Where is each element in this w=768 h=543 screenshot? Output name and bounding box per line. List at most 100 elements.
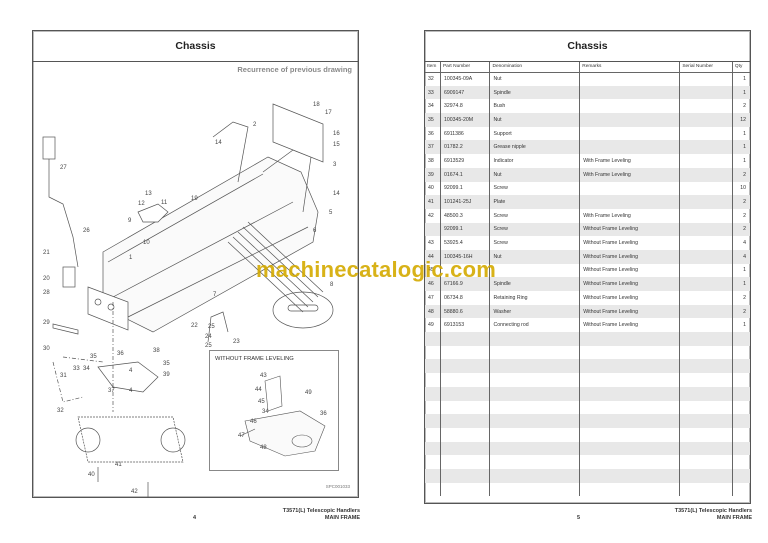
empty-cell [489, 414, 581, 428]
item-cell: 41 [425, 195, 441, 209]
denomination-cell: Support [489, 126, 581, 141]
empty-table-row [425, 427, 750, 442]
remarks-cell [579, 126, 681, 141]
svg-text:7: 7 [213, 292, 217, 298]
empty-cell [732, 332, 750, 346]
col-serial-number: Serial Number [679, 62, 733, 73]
svg-text:27: 27 [60, 165, 67, 171]
remarks-cell [579, 113, 681, 127]
serial-number-cell [679, 113, 733, 127]
item-cell: 42 [425, 208, 441, 223]
qty-cell: 2 [743, 294, 746, 301]
serial-number-cell [679, 304, 733, 319]
empty-cell [489, 359, 581, 374]
denomination-cell: Screw [489, 222, 581, 237]
serial-number-cell [679, 85, 733, 100]
serial-number-cell [679, 181, 733, 196]
svg-text:4: 4 [129, 388, 133, 394]
table-header: Item Part Number Denomination Remarks Se… [425, 62, 750, 73]
svg-text:16: 16 [333, 131, 340, 137]
part-number-cell: 01782.2 [440, 140, 491, 155]
empty-cell [579, 414, 681, 428]
denomination-cell: Nut [489, 72, 581, 86]
drawing-code: SPC001033 [325, 484, 350, 489]
qty-cell: 4 [743, 240, 746, 247]
remarks-cell [579, 140, 681, 155]
svg-text:33: 33 [73, 366, 80, 372]
empty-cell [489, 332, 581, 346]
remarks-cell [579, 85, 681, 100]
svg-text:14: 14 [333, 191, 340, 197]
empty-cell [489, 345, 581, 360]
page-number: 5 [577, 515, 581, 521]
part-number-cell: 100345-09A [440, 72, 491, 86]
serial-number-cell [679, 126, 733, 141]
empty-cell [679, 400, 733, 415]
empty-cell [440, 373, 491, 387]
svg-text:36: 36 [320, 411, 327, 417]
qty-cell: 12 [732, 113, 750, 127]
item-cell: 46 [425, 277, 441, 291]
svg-text:1: 1 [129, 255, 133, 261]
part-number-cell: 48500.3 [440, 208, 491, 223]
qty-cell: 1 [732, 277, 750, 291]
part-number-cell: 92099.1 [440, 222, 491, 237]
serial-number-cell [679, 140, 733, 155]
empty-table-row [425, 373, 750, 387]
serial-number-cell [679, 277, 733, 291]
qty-cell: 10 [740, 185, 746, 192]
empty-cell [489, 468, 581, 483]
empty-cell [679, 414, 733, 428]
denomination-cell: Screw [489, 208, 581, 223]
item-cell: 37 [425, 140, 441, 155]
item-cell: 36 [425, 126, 441, 141]
empty-cell [579, 373, 681, 387]
qty-cell: 2 [732, 222, 750, 237]
part-number-cell: 6911386 [440, 126, 491, 141]
empty-cell [425, 359, 441, 374]
item-cell: 32 [425, 72, 441, 86]
empty-cell [425, 400, 441, 415]
qty-cell: 4 [732, 249, 750, 264]
svg-text:29: 29 [43, 320, 50, 326]
empty-cell [425, 414, 441, 428]
item-cell: 38 [425, 154, 441, 168]
qty-cell: 1 [743, 130, 746, 137]
item-cell: 39 [425, 167, 441, 182]
page-title: Chassis [425, 31, 750, 62]
empty-cell [732, 455, 750, 469]
serial-number-cell [679, 208, 733, 223]
empty-cell [732, 468, 750, 483]
svg-text:22: 22 [191, 323, 198, 329]
serial-number-cell [679, 263, 733, 278]
empty-cell [579, 468, 681, 483]
empty-cell [425, 345, 441, 360]
empty-cell [579, 359, 681, 374]
footer-model: T3571(L) Telescopic Handlers [674, 508, 752, 514]
denomination-cell: Washer [489, 304, 581, 319]
empty-cell [679, 482, 733, 497]
svg-text:44: 44 [255, 387, 262, 393]
part-number-cell: 6913529 [440, 154, 491, 168]
empty-cell [679, 332, 733, 346]
empty-cell [679, 455, 733, 469]
empty-cell [489, 427, 581, 442]
remarks-cell [579, 99, 681, 114]
page-footer: T3571(L) Telescopic Handlers MAIN FRAME [230, 508, 360, 522]
empty-cell [732, 441, 750, 456]
empty-cell [732, 414, 750, 428]
item-cell: 45 [425, 263, 441, 278]
denomination-cell: Screw [489, 181, 581, 196]
item-cell: 48 [425, 304, 441, 319]
denomination-cell: Nut [489, 113, 581, 127]
empty-cell [579, 345, 681, 360]
qty-cell: 1 [743, 322, 746, 329]
empty-cell [425, 441, 441, 456]
